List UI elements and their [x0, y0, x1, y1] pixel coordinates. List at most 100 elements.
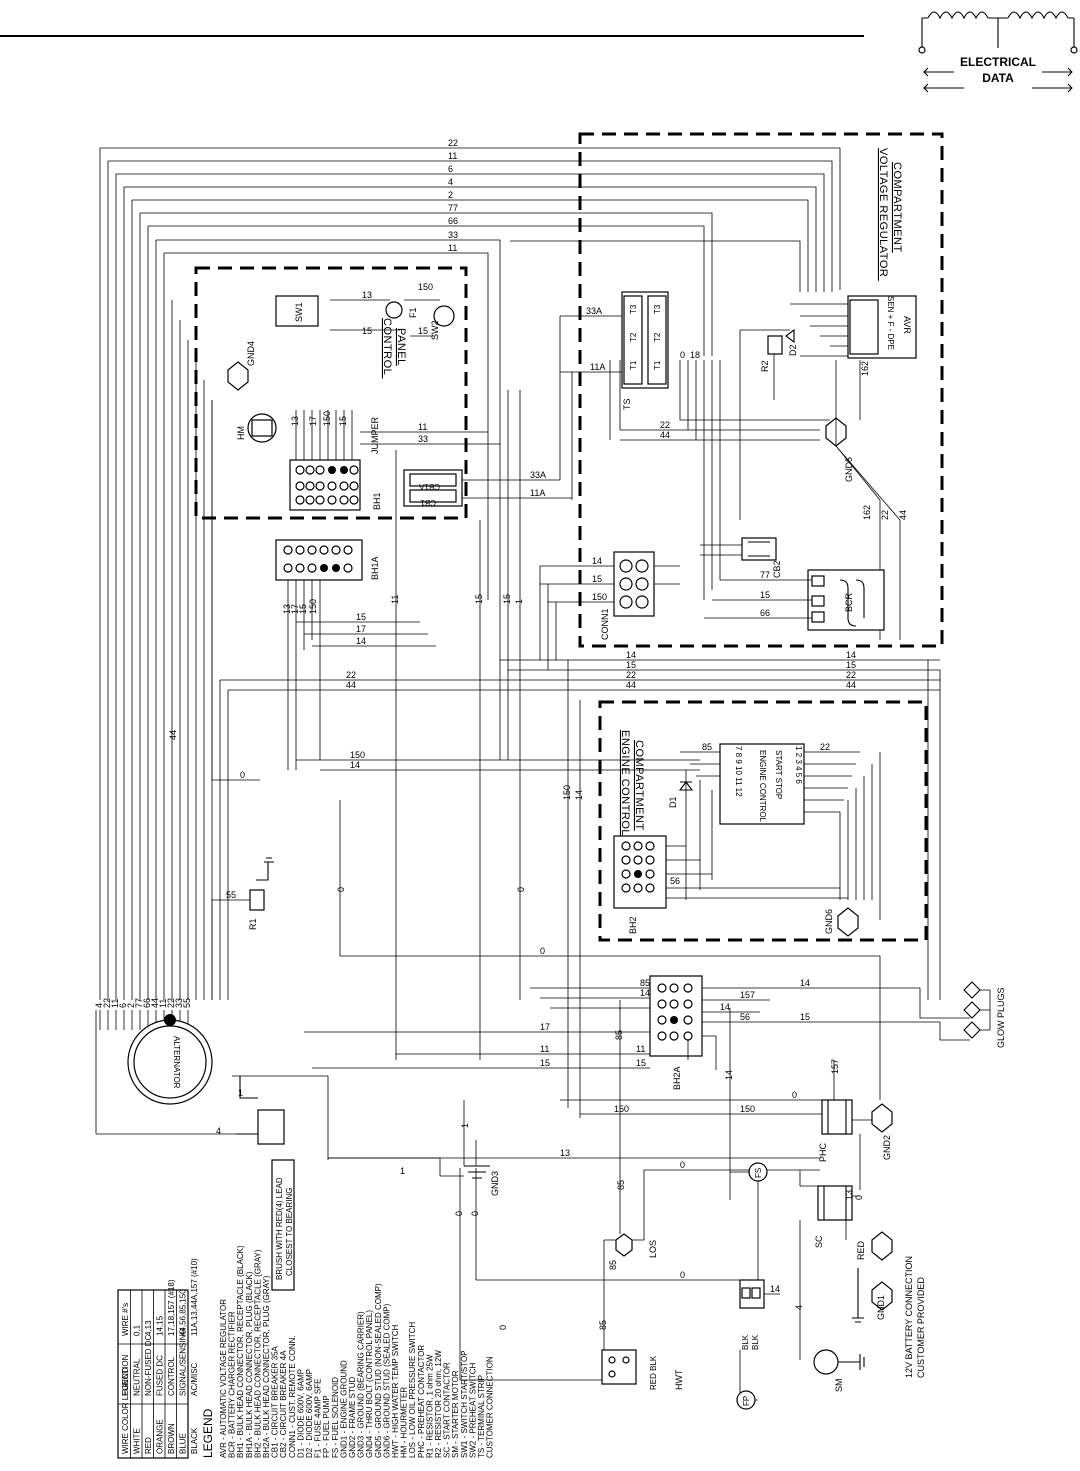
ts-label: TS	[622, 398, 632, 410]
wire-label: 14	[720, 1002, 730, 1012]
legend-item: BH2 - BULK HEAD CONNECTOR, RECEPTACLE (G…	[253, 1249, 262, 1458]
wire-label: 1	[238, 1088, 243, 1098]
wire-label: 11	[418, 422, 427, 432]
engine-terms-bottom: 1 2 3 4 5 6	[794, 746, 803, 784]
wire-label: 11A	[530, 488, 545, 498]
battery-note: 12V BATTERY CONNECTION CUSTOMER PROVIDED	[904, 1253, 926, 1378]
connector-bh1a: BH1A	[275, 539, 380, 581]
wire-label: 22	[166, 998, 176, 1008]
wire-label: 66	[760, 608, 770, 618]
bh2-label: BH2	[628, 916, 638, 934]
legend-item: SC - START CONTACTOR	[443, 1362, 452, 1458]
legend-item: SW1 - SWITCH START/STOP	[460, 1350, 469, 1458]
ts-terminal: T1	[653, 360, 662, 370]
wire-label: 13	[282, 604, 292, 614]
wire-label: 0	[240, 770, 245, 780]
glow-plugs-label: GLOW PLUGS	[996, 987, 1006, 1048]
wire-label: 11A	[590, 362, 605, 372]
wire-label: 0	[336, 887, 346, 892]
f1-label: F1	[408, 307, 418, 318]
resistor-r2: R2	[760, 335, 783, 372]
wire-label: 2	[448, 190, 453, 200]
wire-label: 22	[346, 670, 356, 680]
wire-label: 77	[760, 570, 770, 580]
wire-label: 150	[308, 599, 318, 614]
wire-label: 55	[182, 998, 192, 1008]
fuel-pump-fp: FP	[736, 1390, 756, 1410]
wire-label: 1	[514, 599, 524, 604]
conn1-label: CONN1	[600, 608, 610, 640]
ground-gnd6: GND6	[824, 907, 859, 937]
color-table-cell: 44,56,85,150	[179, 1289, 188, 1336]
gnd5-label: GND5	[844, 457, 854, 482]
legend-item: CUSTOMER CONNECTION	[486, 1356, 495, 1458]
legend-item: SM - STARTER MOTOR	[451, 1370, 460, 1458]
wire-label: 15	[502, 594, 512, 604]
color-table-cell: 17,18,157 (#18)	[167, 1279, 176, 1336]
legend-item: AVR - AUTOMATIC VOLTAGE REGULATOR	[219, 1299, 228, 1458]
wire-label: 14	[574, 790, 584, 800]
start-stop-switch-sw1: SW1	[275, 295, 319, 327]
legend-item: BCR - BATTERY CHARGER RECTIFIER	[228, 1311, 237, 1458]
wire-label: 6	[448, 164, 453, 174]
legend-item: BH1 - BULK HEAD CONNECTOR, RECEPTACLE (B…	[236, 1245, 245, 1458]
bh1-label: BH1	[372, 492, 382, 510]
wire-label: 150	[740, 1104, 755, 1114]
wire-label: 0	[680, 1160, 685, 1170]
color-table-header: WIRE COLOR LEGEND	[121, 1367, 130, 1454]
wire-label: 14	[846, 650, 856, 660]
wire-label: 44	[626, 680, 636, 690]
wire-label: 22	[820, 742, 830, 752]
badge-line-2: DATA	[982, 71, 1014, 85]
wire-label: 14	[356, 636, 366, 646]
legend-item: GND5 - GROUND STUD (NON-SEALED COMP)	[374, 1283, 383, 1458]
color-table-cell: 0,1	[133, 1324, 142, 1336]
color-table-cell: AC/MISC	[190, 1362, 199, 1396]
ground-gnd2: GND2	[871, 1103, 893, 1160]
wire-label: 22	[626, 670, 636, 680]
wire-label: 22	[846, 670, 856, 680]
color-table-cell: WHITE	[133, 1428, 142, 1454]
wire-label: 11	[636, 1044, 645, 1054]
wire-label: 85	[598, 1320, 608, 1330]
wire-label: 150	[350, 750, 365, 760]
alternator: ALTERNATOR	[127, 1014, 213, 1105]
battery-charger-bcr: BCR	[807, 569, 885, 631]
avr-module: AVR SEN + F - DPE	[847, 295, 917, 359]
wire-label: 15	[298, 604, 308, 614]
wire-label: 33	[418, 434, 428, 444]
wire-label: 33A	[530, 470, 546, 480]
wire-label: 15	[626, 660, 636, 670]
wire-label: 0	[680, 350, 685, 360]
wire-label: 15	[760, 590, 770, 600]
wire-label: 15	[592, 574, 602, 584]
legend-item: GND3 - GROUND (BEARING CARRIER)	[357, 1311, 366, 1458]
wire-label: 15	[338, 416, 348, 426]
wire-label: 162	[860, 361, 870, 376]
wire-label: 56	[740, 1012, 750, 1022]
red-label: RED	[856, 1240, 866, 1260]
color-table-cell: FUSED DC	[156, 1355, 165, 1396]
wire-label: 14	[724, 1070, 734, 1080]
color-table-header: WIRE #'s	[121, 1303, 130, 1336]
ts-terminal: T2	[653, 332, 662, 342]
wire-label: 14	[592, 556, 602, 566]
legend-item: GND1 - ENGINE GROUND	[339, 1360, 348, 1458]
red-blk-label: RED BLK	[649, 1355, 658, 1390]
gnd1-label: GND1	[876, 1295, 886, 1320]
hwt-label: HWT	[674, 1369, 684, 1390]
starter-motor-sm: SM	[813, 1349, 865, 1392]
wire-label: 0	[680, 1270, 685, 1280]
ts-terminal: T3	[653, 304, 662, 314]
fp-label: FP	[742, 1396, 751, 1406]
vr-compartment-title: VOLTAGE REGULATOR COMPARTMENT	[877, 148, 903, 281]
blk-label: BLK	[751, 1334, 760, 1350]
wire-label: 22	[448, 138, 458, 148]
legend-item: LOS - LOW OIL PRESSURE SWITCH	[408, 1322, 417, 1458]
legend-item: FP - FUEL PUMP	[322, 1395, 331, 1458]
wire-label: 11	[110, 999, 120, 1008]
legend-item: GND6 - GROUND STUD (SEALED COMP)	[382, 1303, 391, 1458]
wire-label: 22	[660, 420, 670, 430]
